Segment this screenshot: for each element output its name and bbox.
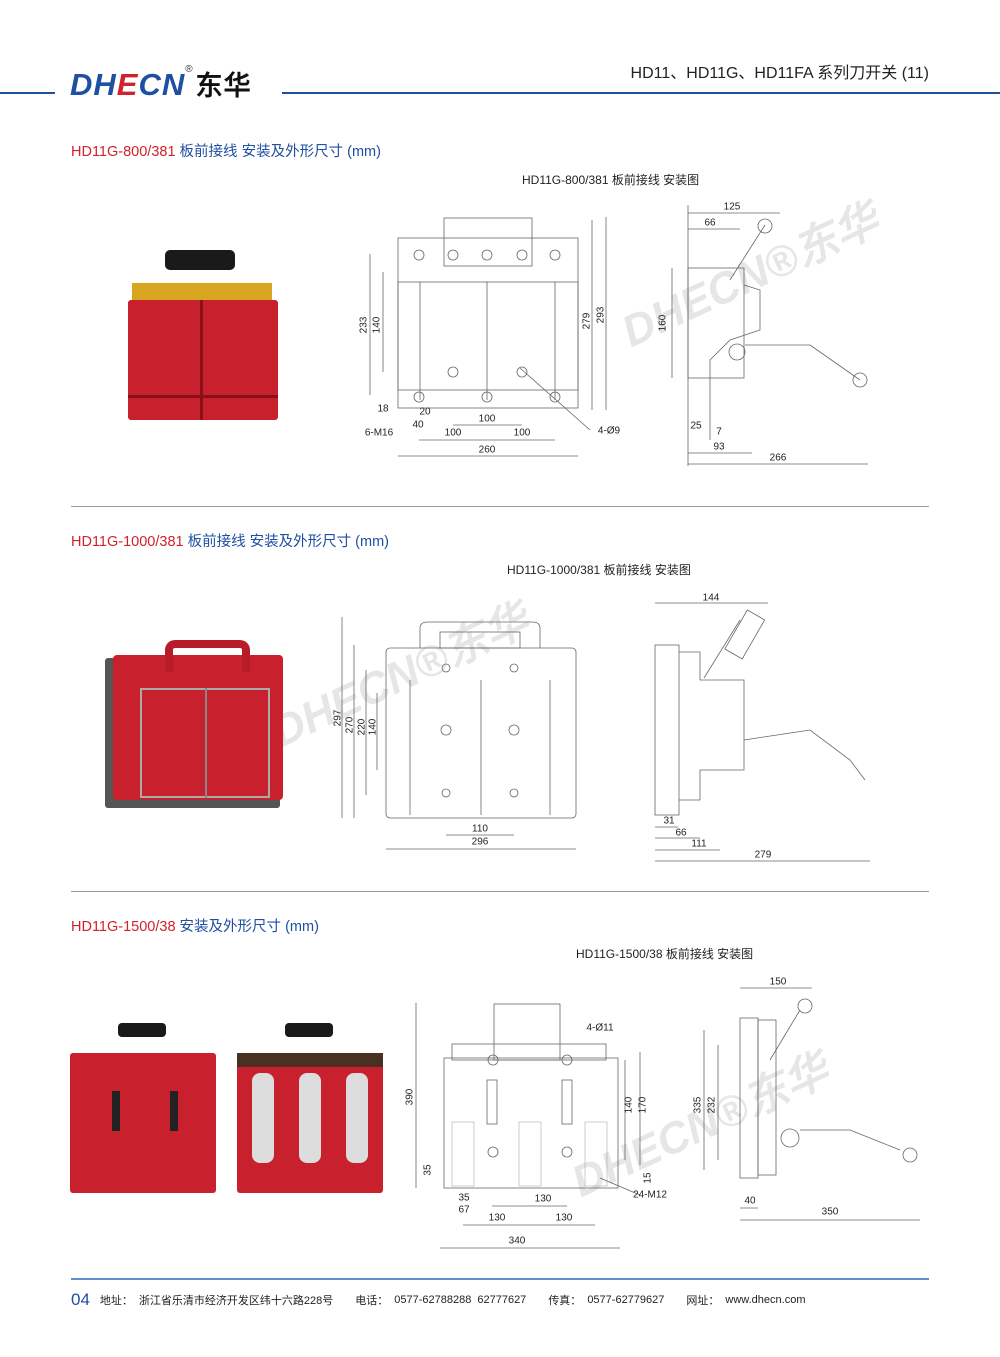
dim-label: 130 [555,1212,573,1224]
logo-text-b: CN [138,67,186,102]
dim-label: 140 [623,1096,635,1114]
dim-label: 297 [332,709,344,727]
dim-label: 130 [488,1212,506,1224]
drawing-title: HD11G-1000/381 板前接线 安装图 [507,563,691,577]
dim-label: 130 [534,1193,552,1205]
footer: 04 地址： 浙江省乐清市经济开发区纬十六路228号 电话： 0577-627882… [71,1290,805,1310]
phone-label: 电话： [355,1295,389,1307]
phone-2: 62777627 [477,1294,527,1306]
dim-label: 350 [821,1206,839,1218]
model-name: HD11G-1500/38 [71,919,176,935]
dim-label: 220 [356,718,368,736]
dim-label: 35 [458,1192,470,1204]
watermark: DHECN®东华 [614,195,887,357]
drawing-title: HD11G-800/381 板前接线 安装图 [522,173,700,187]
dim-label: 232 [706,1096,718,1114]
drawing-title: HD11G-1500/38 板前接线 安装图 [576,947,754,961]
fax-label: 传真： [548,1295,582,1307]
model-name: HD11G-1000/381 [71,534,184,550]
footer-rule [71,1278,929,1280]
product-photo-1500-open [237,1023,383,1193]
dim-label: 100 [478,413,496,425]
dim-label: 296 [471,836,489,848]
dim-label: 25 [690,420,702,432]
dim-label: 266 [769,452,787,464]
logo-text-e: E [116,67,139,102]
dim-label: 100 [444,427,462,439]
dim-label: 4-Ø11 [586,1022,614,1034]
logo-text: DH [70,67,117,102]
section-desc: 板前接线 安装及外形尺寸 (mm) [175,144,381,160]
dim-label: 260 [478,444,496,456]
watermark: DHECN®东华 [564,1045,837,1207]
dim-label: 110 [472,823,488,835]
section-title: HD11G-1500/38 安装及外形尺寸 (mm) [71,915,319,936]
registered-mark: ® [185,64,194,75]
dim-label: 150 [769,976,787,988]
brand-logo: DHECN®东华 [70,64,252,103]
product-photo-1500-front [70,1023,216,1193]
dim-label: 140 [367,718,379,736]
dim-label: 111 [691,838,707,850]
product-photo-1000 [105,640,283,810]
dim-label: 24-M12 [633,1189,667,1201]
dim-label: 66 [704,217,716,229]
address-label: 地址： [99,1295,133,1307]
dim-label: 233 [358,316,370,334]
header-rule-left [0,92,55,94]
dim-label: 20 [419,406,431,418]
dim-label: 93 [713,441,725,453]
dim-label: 15 [642,1172,654,1184]
dim-label: 279 [581,312,593,330]
dim-label: 340 [508,1235,526,1247]
section-desc: 板前接线 安装及外形尺寸 (mm) [183,534,389,550]
product-photo-800 [120,250,280,420]
address: 浙江省乐清市经济开发区纬十六路228号 [138,1295,334,1307]
divider [71,506,929,507]
dim-label: 100 [513,427,531,439]
page-number: 04 [71,1290,90,1309]
dim-label: 270 [344,716,356,734]
dim-label: 31 [663,815,675,827]
page-title: HD11、HD11G、HD11FA 系列刀开关 (11) [630,65,929,82]
dim-label: 160 [657,314,669,332]
dim-label: 293 [595,306,607,324]
dim-label: 7 [716,426,722,438]
dim-label: 140 [371,316,383,334]
dim-label: 4-Ø9 [597,425,621,437]
section-title: HD11G-1000/381 板前接线 安装及外形尺寸 (mm) [71,530,389,551]
watermark: DHECN®东华 [264,595,537,757]
dim-label: 279 [754,849,772,861]
website-label: 网址： [686,1295,720,1307]
dim-label: 67 [458,1204,470,1216]
dim-label: 66 [675,827,687,839]
dim-label: 335 [692,1096,704,1114]
fax: 0577-62779627 [587,1294,665,1306]
website-link[interactable]: www.dhecn.com [725,1294,806,1306]
phone-1: 0577-62788288 [394,1294,472,1306]
dim-label: 35 [422,1164,434,1176]
dim-label: 40 [744,1195,756,1207]
section-title: HD11G-800/381 板前接线 安装及外形尺寸 (mm) [71,140,381,161]
header-rule-right [282,92,1000,94]
dim-label: 390 [404,1088,416,1106]
dim-label: 6-M16 [364,427,394,439]
dim-label: 125 [723,201,741,213]
model-name: HD11G-800/381 [71,144,176,160]
dim-label: 144 [702,592,720,604]
logo-chinese: 东华 [195,71,252,101]
dim-label: 170 [637,1096,649,1114]
dim-label: 18 [377,403,389,415]
dim-label: 40 [412,419,424,431]
section-desc: 安装及外形尺寸 (mm) [175,919,319,935]
divider [71,891,929,892]
